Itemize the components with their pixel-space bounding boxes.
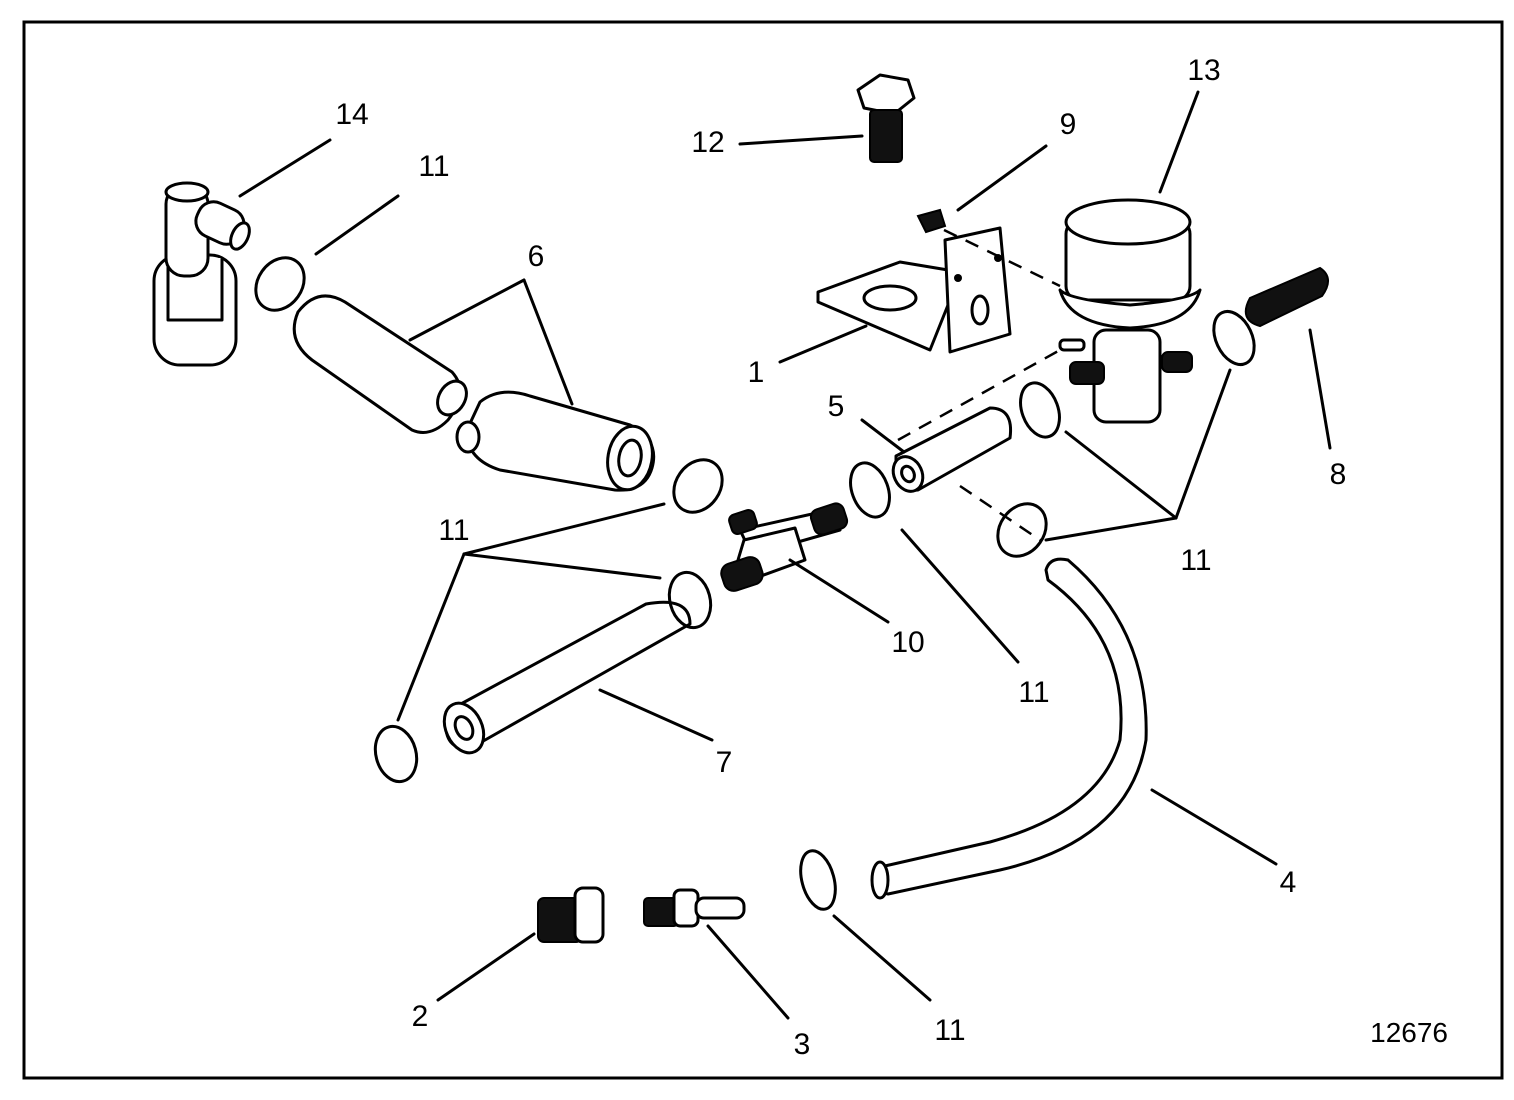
callout-7: 7 (716, 746, 733, 779)
clamp-c (667, 570, 713, 630)
part-10-tee-fitting (720, 502, 849, 592)
assembly-line-b (897, 348, 1061, 442)
clamp-f (1019, 381, 1061, 439)
callout-3: 3 (794, 1028, 811, 1061)
figure-border (22, 20, 1504, 1080)
part-6-hose-sections (292, 294, 656, 492)
callout-4: 4 (1280, 866, 1297, 899)
callout-6: 6 (528, 240, 545, 273)
part-1-bracket (816, 226, 1012, 354)
figure-id: 12676 (1370, 1017, 1448, 1048)
part-2-plug-fitting (537, 886, 605, 944)
callout-12: 12 (691, 126, 724, 159)
callout-1: 1 (748, 356, 765, 389)
part-4-long-hose (873, 557, 1148, 896)
part-14-elbow-fitting (152, 181, 251, 367)
callout-8: 8 (1330, 458, 1347, 491)
part-7-short-hose (442, 600, 692, 755)
part-13-canister-pump (1058, 198, 1202, 424)
callout-11-bottom: 11 (934, 1014, 965, 1047)
part-8-filter (1244, 266, 1329, 328)
part-9-screw (916, 208, 947, 234)
clamp-d (373, 724, 419, 784)
callout-2: 2 (412, 1000, 429, 1033)
hose-4-end (870, 860, 890, 900)
callout-5: 5 (828, 390, 845, 423)
callout-14: 14 (335, 98, 368, 131)
clamp-i (799, 849, 837, 911)
clamp-b (672, 458, 724, 514)
part-12-hex-bolt (856, 73, 916, 163)
leader-lines (238, 90, 1332, 1020)
callout-11-left: 11 (438, 514, 469, 547)
part-3-barb-fitting (643, 888, 746, 928)
clamp-h (1212, 310, 1256, 366)
callout-11-middle: 11 (1018, 676, 1049, 709)
clamp-g (996, 502, 1048, 558)
assembly-line-a (943, 228, 1061, 288)
callout-11-top-left: 11 (418, 150, 449, 183)
callout-10: 10 (891, 626, 924, 659)
callout-13: 13 (1187, 54, 1220, 87)
callout-9: 9 (1060, 108, 1077, 141)
callout-11-right: 11 (1180, 544, 1211, 577)
clamp-a (254, 256, 306, 312)
part-5-straight-hose (891, 406, 1013, 493)
assembly-line-c (959, 484, 1041, 542)
clamp-e (849, 461, 891, 519)
